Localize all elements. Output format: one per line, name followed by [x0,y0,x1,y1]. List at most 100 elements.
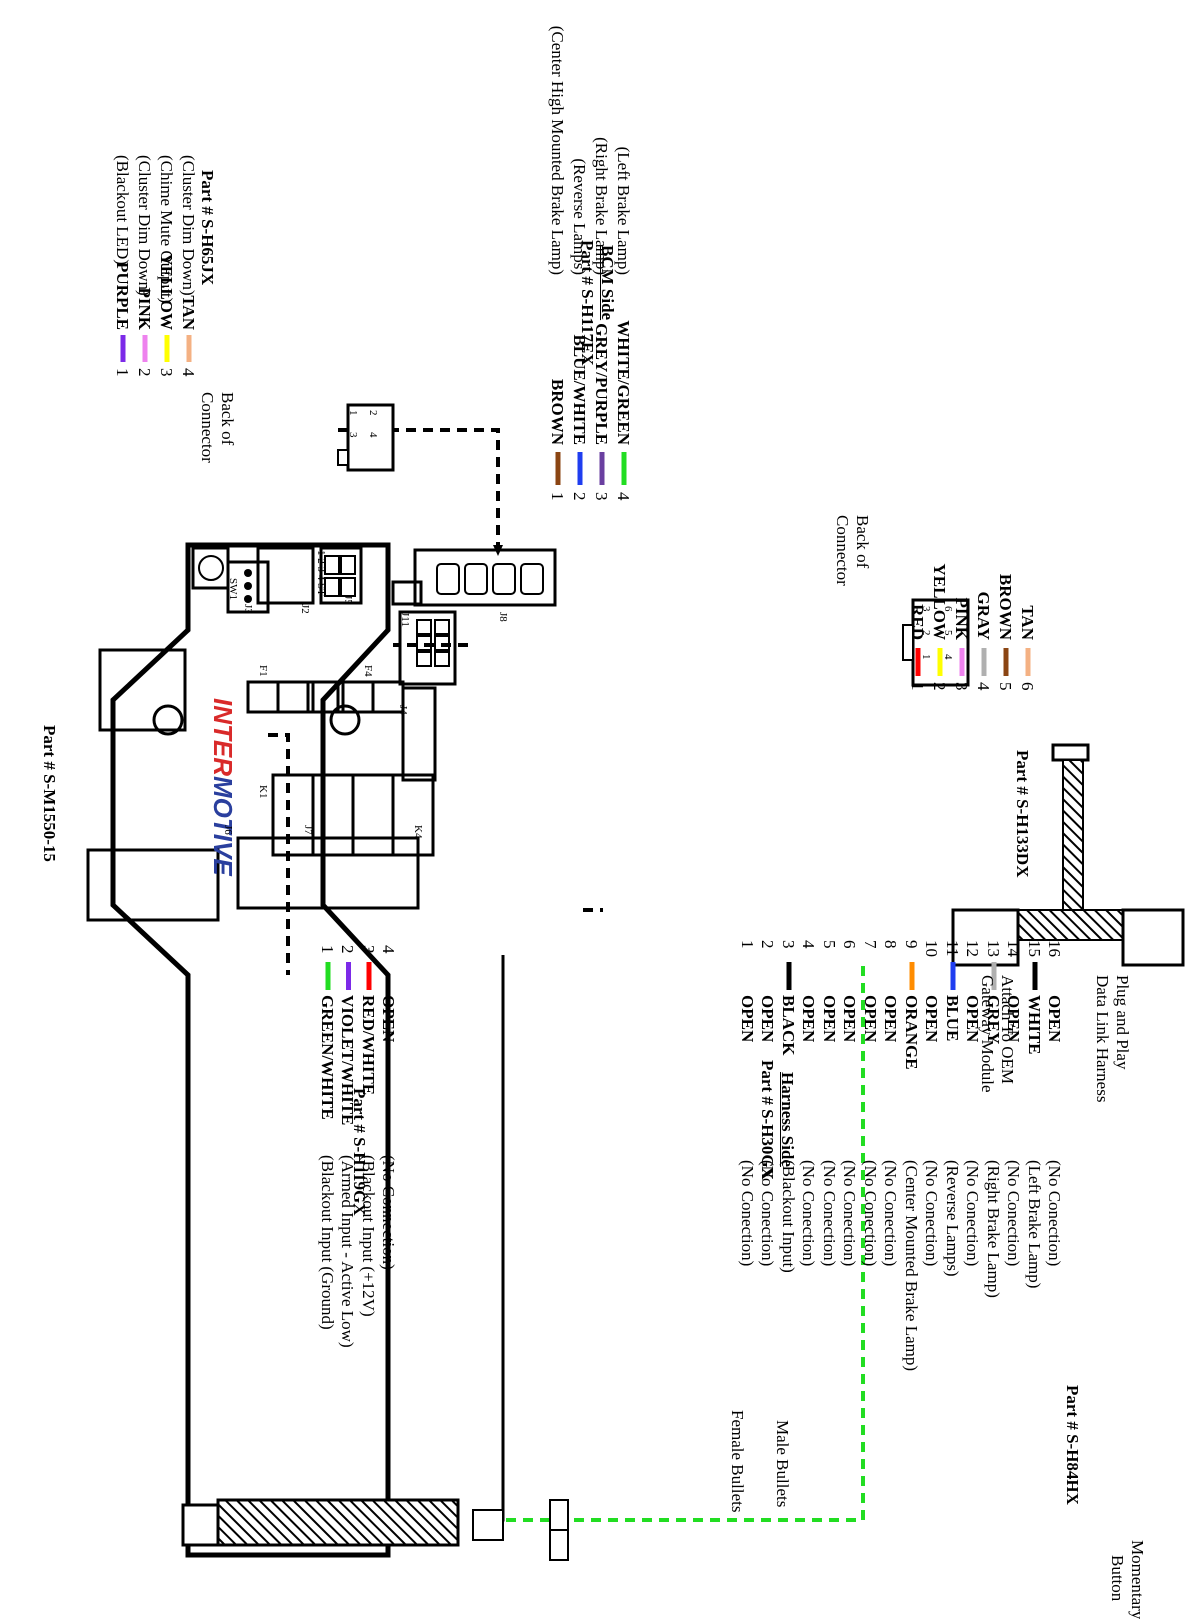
j8-connector [413,548,557,607]
ground-wire [478,966,865,1522]
h133dx-wire-color: TAN [1018,605,1037,640]
h133dx-wire-num: 1 [908,682,927,691]
j11-header [391,580,423,606]
module-part-label: Part # S-M1550-15 [40,725,59,862]
h30gx-wire-num: 15 [1025,940,1044,957]
label-j4: J4 [397,705,409,715]
h133dx-pin: 4 [942,654,954,660]
j2-connector [256,546,315,605]
h119gx-wire-num: 2 [338,945,358,954]
label-f1: F1 [257,665,269,677]
h30gx-wire-num: 5 [820,940,839,949]
mount-hole-right [152,704,184,736]
h65jx-pin: 2 [367,410,379,416]
label-j2: J2 [299,604,311,614]
h30gx-wire-color: OPEN [881,995,901,1043]
label-k1: K1 [257,785,269,799]
h30gx-wire-color: BLUE [943,995,962,1042]
h65jx-wire-color: PURPLE [113,262,132,330]
h30gx-wire-desc: (No Conection) [840,1160,860,1267]
h133dx-wire-color: GRAY [974,591,993,641]
h133dx-wire-num: 5 [996,682,1015,691]
h30gx-wire-color: OPEN [1045,995,1065,1043]
h30gx-wire-color: OPEN [922,995,942,1043]
label-sw1: SW1 [227,578,239,600]
relay-block [271,773,435,857]
h133dx-part-label: Part # S-H133DX [1013,750,1032,878]
h30gx-wire-desc: (No Conection) [738,1160,757,1267]
h133dx-wire-num: 3 [952,682,971,691]
h133dx-back-label-2: Connector [833,515,852,586]
link-j4-h119gx [268,733,290,975]
label-j7: J7 [302,825,314,835]
h133dx-wire-num: 4 [974,682,993,691]
j11-connector [398,610,457,686]
h133dx-wire-color: RED [908,604,927,640]
momentary-label-2: Button [1108,1555,1127,1602]
h65jx-wire-color: YELLOW [157,253,176,330]
h30gx-wire-num: 2 [758,940,778,949]
j5-connector [319,546,363,605]
h119gx-wire-color: GREEN/WHITE [318,995,337,1120]
intermotive-logo: INTERMOTIVE [208,698,238,876]
h117ex-wire-desc: (Center High Mounted Brake Lamp) [548,25,567,275]
h30gx-wire-desc: (Reverse Lamps) [943,1160,962,1277]
h119gx-wire-color: VIOLET/WHITE [338,995,358,1126]
fuse-block [246,680,405,714]
h117ex-wire-desc: (Right Brake Lamp) [592,137,611,275]
label-j8: J8 [497,612,509,622]
h65jx-wire-desc: (Blackout LED) [113,155,132,265]
h30gx-wire-color: GREY [984,995,1003,1045]
j4-connector [401,686,437,782]
h30gx-wire-desc: (Blackout Input) [779,1160,798,1273]
h117ex-wire-desc: (Left Brake Lamp) [614,146,633,275]
plug-label-2: Data Link Harness [1093,975,1112,1103]
h119gx-wire-desc: (Blackout Input (+12V) [359,1155,378,1317]
h30gx-wire-desc: (No Conection) [820,1160,839,1267]
h117ex-wire-color: GREY/PURPLE [592,323,611,445]
h30gx-wire-desc: (No Conection) [881,1160,901,1267]
h30gx-wire-color: WHITE [1025,995,1044,1055]
h30gx-wire-num: 14 [1004,940,1024,957]
label-f4: F4 [362,665,374,677]
control-module [86,542,557,1558]
plug-label-1: Plug and Play [1113,975,1132,1070]
h30gx-side-label: Harness Side [778,1072,797,1167]
label-j6: J6 [222,825,234,835]
h133dx-wire-num: 2 [930,682,949,691]
h117ex-wire-desc: (Reverse Lamps) [570,158,589,275]
h119gx-wire-desc: (No Connection) [379,1155,399,1270]
j3-pins [244,569,252,603]
h30gx-wire-color: OPEN [758,995,778,1043]
h65jx-pin: 4 [367,432,379,438]
h30gx-wire-color: OPEN [840,995,860,1043]
h117ex-wire-color: BROWN [548,378,567,445]
h133dx-connector [902,598,970,687]
h65jx-wire-num: 1 [113,368,132,377]
j6-connector [86,848,220,922]
h119gx-wire-color: RED/WHITE [359,995,378,1096]
h30gx-wire-color: ORANGE [902,995,921,1070]
h119gx-wire-num: 1 [318,945,337,954]
wire-color-swatches [120,335,1038,990]
h30gx-wire-desc: (No Conection) [963,1160,983,1267]
h133dx-pin: 1 [920,654,932,660]
h65jx-pin: 3 [347,432,359,438]
blackout-input-wire [478,955,505,1522]
h30gx-wire-color: OPEN [963,995,983,1043]
h30gx-wire-desc: (Left Brake Lamp) [1025,1160,1044,1289]
sw1-knob [198,555,224,581]
label-j5: J5 [342,595,354,605]
h117ex-wire-num: 4 [614,492,633,501]
label-j11: J11 [399,612,411,627]
h117ex-wire-color: BLUE/WHITE [570,334,589,445]
h30gx-wire-num: 11 [943,940,962,957]
h119gx-wire-num: 3 [359,945,378,954]
sw1-switch [191,546,230,590]
label-j3: J3 [242,604,254,614]
momentary-label-1: Momentary [1128,1540,1147,1619]
h117ex-wire-color: WHITE/GREEN [614,320,633,445]
